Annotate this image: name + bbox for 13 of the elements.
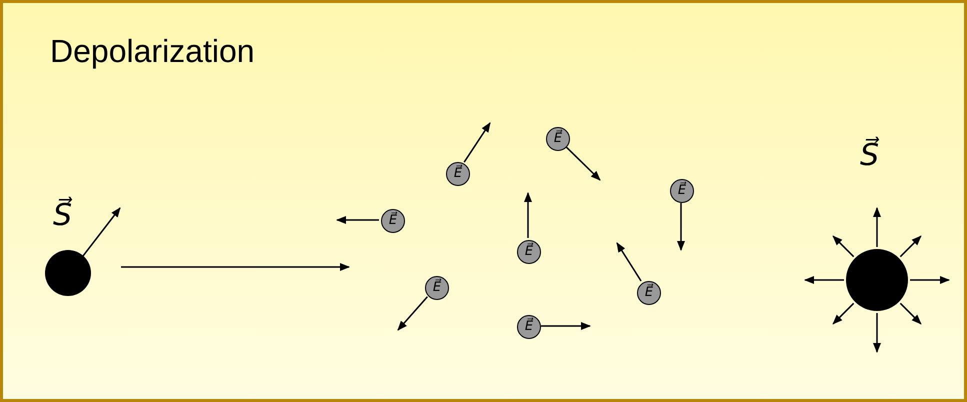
particle-dot xyxy=(45,250,91,296)
charge-circle: E⃗ xyxy=(670,179,694,203)
charge-circle: E⃗ xyxy=(425,276,449,300)
charge-circle: E⃗ xyxy=(517,240,541,264)
charge-circle: E⃗ xyxy=(637,281,661,305)
vector-label: S⃗ xyxy=(53,198,72,233)
charge-circle: E⃗ xyxy=(381,209,405,233)
vector-label: S⃗ xyxy=(860,138,880,173)
title: Depolarization xyxy=(50,33,255,70)
charge-circle: E⃗ xyxy=(517,315,541,339)
charge-circle: E⃗ xyxy=(446,162,470,186)
charge-circle: E⃗ xyxy=(546,127,570,151)
particle-dot xyxy=(846,249,908,311)
